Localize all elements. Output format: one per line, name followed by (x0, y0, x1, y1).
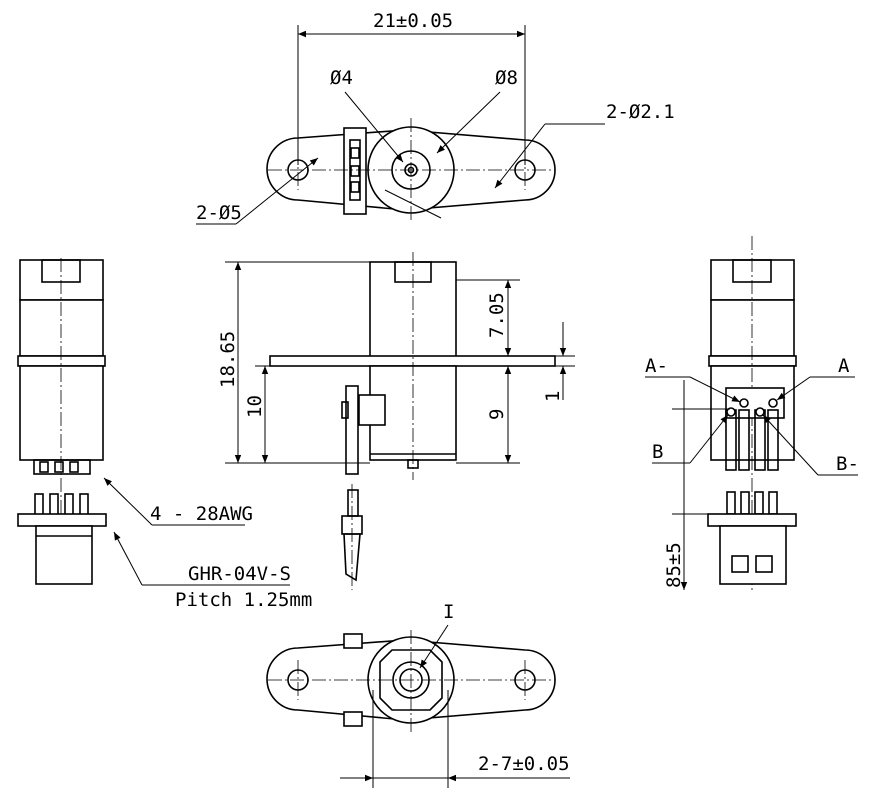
holes-5-label: 2-Ø5 (196, 202, 242, 224)
front-view: 18.65 10 7.05 9 1 (217, 252, 575, 590)
bottom-view: I 2-7±0.05 (266, 601, 570, 788)
b-minus-label: B- (836, 453, 859, 475)
detail-i-label: I (443, 601, 454, 623)
pitch-label: Pitch 1.25mm (175, 589, 312, 611)
dim-9-label: 9 (486, 409, 508, 420)
dia8-label: Ø8 (495, 67, 518, 89)
lead-length-label: 85±5 (663, 542, 685, 588)
left-side-view: 4 - 28AWG GHR-04V-S Pitch 1.25mm (17, 258, 312, 611)
dim-10-label: 10 (244, 395, 266, 418)
top-width-label: 21±0.05 (373, 10, 453, 32)
dim-1-label: 1 (542, 391, 564, 402)
bottom-spacing-label: 2-7±0.05 (478, 753, 570, 775)
a-plus-label: A (838, 355, 850, 377)
top-view: 21±0.05 Ø4 Ø8 2-Ø2.1 2-Ø5 (196, 10, 675, 225)
right-side-view: A- A B B- 85±5 (645, 236, 859, 590)
wire-label: 4 - 28AWG (150, 503, 253, 525)
holes-21-label: 2-Ø2.1 (606, 101, 675, 123)
b-plus-label: B (652, 441, 663, 463)
height-1865-label: 18.65 (217, 331, 239, 388)
dim-705-label: 7.05 (486, 292, 508, 338)
connector-label: GHR-04V-S (188, 563, 291, 585)
a-minus-label: A- (645, 355, 668, 377)
dia4-label: Ø4 (330, 67, 353, 89)
